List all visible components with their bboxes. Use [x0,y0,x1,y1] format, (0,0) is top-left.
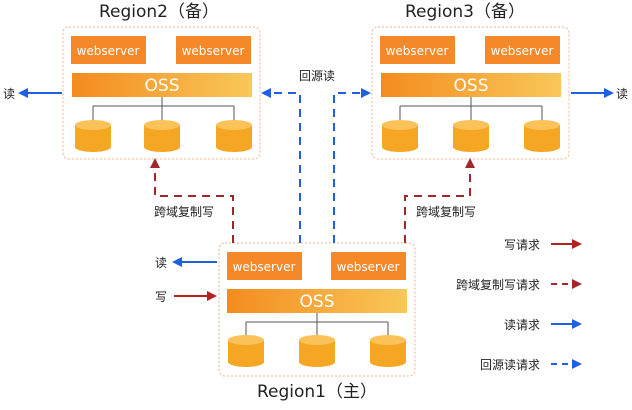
legend-cross-write-label: 跨域复制写请求 [456,278,540,292]
region1-oss-bar [227,289,407,313]
region1-group: webserver webserver OSS Region1（主） [218,242,416,402]
region2-disk-3 [216,120,252,152]
origin-read-to-region3 [333,88,371,243]
region1-read-label: 读 [155,256,167,270]
region3-webserver-left-label: webserver [386,44,449,58]
region3-webserver-left [380,36,455,64]
region1-webserver-left-label: webserver [233,260,296,274]
region2-oss-label: OSS [145,76,180,96]
region2-disk-2 [144,120,180,152]
region3-border [371,26,570,160]
region3-oss-bar [381,73,561,97]
cross-write-to-region2 [150,158,234,243]
region2-group: Region2（备） webserver webserver OSS [62,2,261,160]
region2-webserver-left-label: webserver [77,44,140,58]
region2-border [62,26,261,160]
origin-read-arrows: 回源读 [261,69,371,243]
region3-disk-3 [524,120,560,152]
region1-tree [245,313,389,335]
region1-border [218,242,416,377]
region3-title: Region3（备） [405,2,525,22]
region3-webserver-right [485,36,560,64]
read-arrows: 读 读 读 [3,87,628,270]
region1-disk-1 [228,335,264,367]
cross-write-label-left: 跨域复制写 [154,205,214,219]
region1-disk-2 [299,335,335,367]
region3-group: Region3（备） webserver webserver OSS [371,2,570,160]
legend-origin-read-label: 回源读请求 [480,358,540,372]
cross-region-write-arrows: 跨域复制写 跨域复制写 [150,158,476,243]
region2-webserver-right-label: webserver [182,44,245,58]
region1-oss-label: OSS [300,292,335,312]
region3-disk-1 [382,120,418,152]
region2-webserver-left [71,36,146,64]
region2-read-label: 读 [3,87,15,101]
legend: 写请求 跨域复制写请求 读请求 回源读请求 [456,238,582,372]
region3-webserver-right-label: webserver [491,44,554,58]
region2-webserver-right [176,36,251,64]
region2-disk-1 [75,120,111,152]
region2-title: Region2（备） [99,2,219,22]
legend-read-label: 读请求 [504,318,540,332]
cross-write-label-right: 跨域复制写 [416,205,476,219]
region1-webserver-right-label: webserver [337,260,400,274]
region1-webserver-right [331,252,406,280]
region1-write-label: 写 [155,290,167,304]
region3-disk-2 [453,120,489,152]
region1-title: Region1（主） [257,382,377,402]
region3-tree [399,97,543,120]
cross-write-to-region3 [404,158,475,243]
origin-read-label: 回源读 [299,69,335,83]
region3-oss-label: OSS [454,76,489,96]
origin-read-to-region2 [261,88,301,243]
legend-write-label: 写请求 [504,238,540,252]
region2-tree [92,97,235,120]
region1-webserver-left [227,252,302,280]
write-arrow-group: 写 [155,290,217,304]
region1-disk-3 [370,335,406,367]
region3-read-label: 读 [616,87,628,101]
region2-oss-bar [72,73,252,97]
